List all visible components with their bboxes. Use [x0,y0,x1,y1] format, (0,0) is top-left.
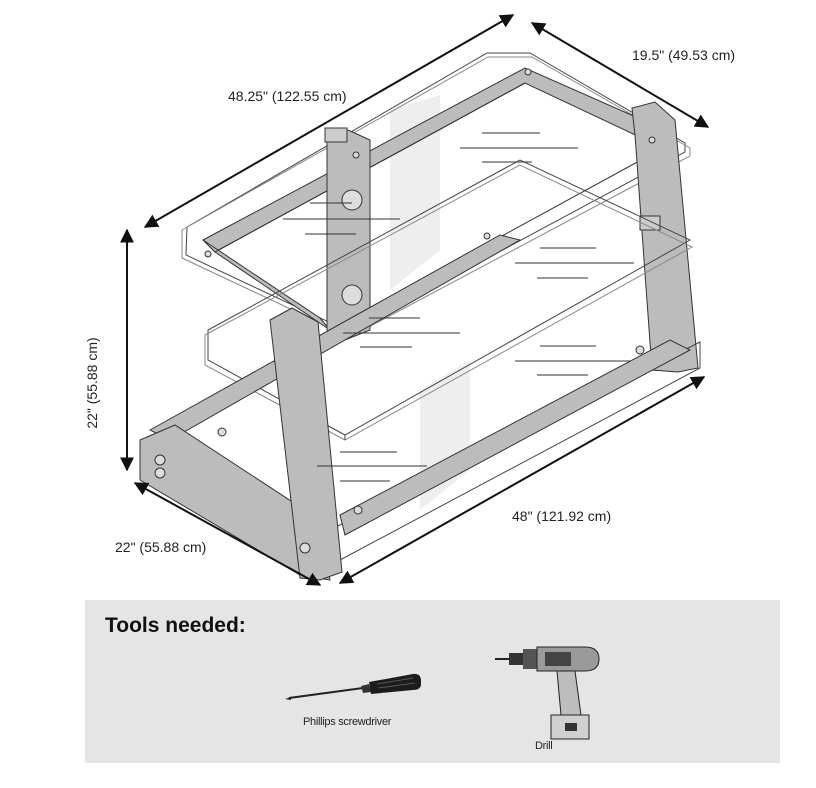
drill-label: Drill [535,740,553,752]
arrow-top-width [143,14,515,228]
drill-icon [495,646,600,740]
tools-title: Tools needed: [105,614,246,637]
dimension-bottom-width: 48" (121.92 cm) [512,508,612,524]
dimension-bottom-depth: 22" (55.88 cm) [115,539,207,555]
dimension-top-depth: 19.5" (49.53 cm) [632,47,736,63]
dimension-height: 22" (55.88 cm) [84,337,100,429]
tv-stand-diagram [120,14,710,586]
dimension-top-width: 48.25" (122.55 cm) [228,88,347,104]
screwdriver-icon [285,673,421,700]
screwdriver-label: Phillips screwdriver [303,716,392,728]
arrow-bottom-width [338,376,706,584]
dimension-arrows [120,14,710,586]
rear-right-post [631,101,699,373]
arrow-bottom-depth [133,482,322,586]
arrow-top-depth [530,22,710,128]
tools-panel: Tools needed: Phillips screwdriver Drill [85,600,780,763]
